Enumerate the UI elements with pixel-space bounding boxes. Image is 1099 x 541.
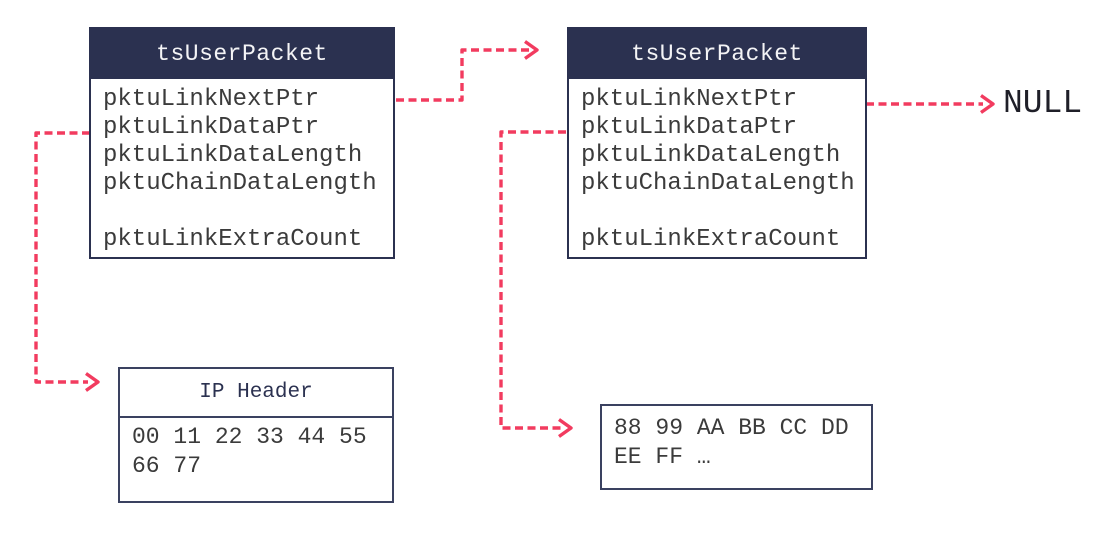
packet-1-title: tsUserPacket xyxy=(91,29,393,79)
arrowhead-icon xyxy=(558,418,573,438)
packet-1-fields: pktuLinkNextPtr pktuLinkDataPtr pktuLink… xyxy=(91,79,393,254)
packet-node-1: tsUserPacket pktuLinkNextPtr pktuLinkDat… xyxy=(89,27,395,259)
arrow-line xyxy=(396,48,529,102)
hex-bytes-line: 00 11 22 33 44 55 xyxy=(132,424,367,450)
field-pktu-link-extra-count: pktuLinkExtraCount xyxy=(581,226,841,253)
hex-bytes-line: 66 77 xyxy=(132,453,202,479)
packet-2-fields: pktuLinkNextPtr pktuLinkDataPtr pktuLink… xyxy=(569,79,865,254)
field-pktu-link-data-ptr: pktuLinkDataPtr xyxy=(103,114,320,141)
packet-node-2: tsUserPacket pktuLinkNextPtr pktuLinkDat… xyxy=(567,27,867,259)
null-label: NULL xyxy=(1003,85,1083,122)
field-pktu-link-data-length: pktuLinkDataLength xyxy=(581,142,841,169)
packet-2-title: tsUserPacket xyxy=(569,29,865,79)
arrowhead-icon xyxy=(85,372,100,392)
field-spacer xyxy=(103,198,393,226)
field-pktu-link-next-ptr: pktuLinkNextPtr xyxy=(581,86,798,113)
hex-data-bytes: 88 99 AA BB CC DD EE FF … xyxy=(602,406,871,472)
arrow-packet2-data-to-hex-data xyxy=(499,130,573,438)
arrowhead-icon xyxy=(980,94,995,114)
field-pktu-link-data-ptr: pktuLinkDataPtr xyxy=(581,114,798,141)
field-spacer xyxy=(581,198,865,226)
arrow-packet2-next-to-null xyxy=(866,94,995,114)
ip-header-title: IP Header xyxy=(120,369,392,418)
arrow-line xyxy=(34,131,90,384)
field-pktu-link-data-length: pktuLinkDataLength xyxy=(103,142,363,169)
hex-bytes-line: 88 99 AA BB CC DD xyxy=(614,415,849,441)
arrow-packet1-next-to-packet2 xyxy=(396,40,539,102)
field-pktu-chain-data-length: pktuChainDataLength xyxy=(103,170,377,197)
arrow-line xyxy=(499,130,566,430)
field-pktu-link-next-ptr: pktuLinkNextPtr xyxy=(103,86,320,113)
hex-bytes-line: EE FF … xyxy=(614,444,711,470)
arrowhead-icon xyxy=(524,40,539,60)
ip-header-bytes: 00 11 22 33 44 55 66 77 xyxy=(120,418,392,481)
hex-data-box: 88 99 AA BB CC DD EE FF … xyxy=(600,404,873,490)
field-pktu-link-extra-count: pktuLinkExtraCount xyxy=(103,226,363,253)
field-pktu-chain-data-length: pktuChainDataLength xyxy=(581,170,855,197)
ip-header-box: IP Header 00 11 22 33 44 55 66 77 xyxy=(118,367,394,503)
